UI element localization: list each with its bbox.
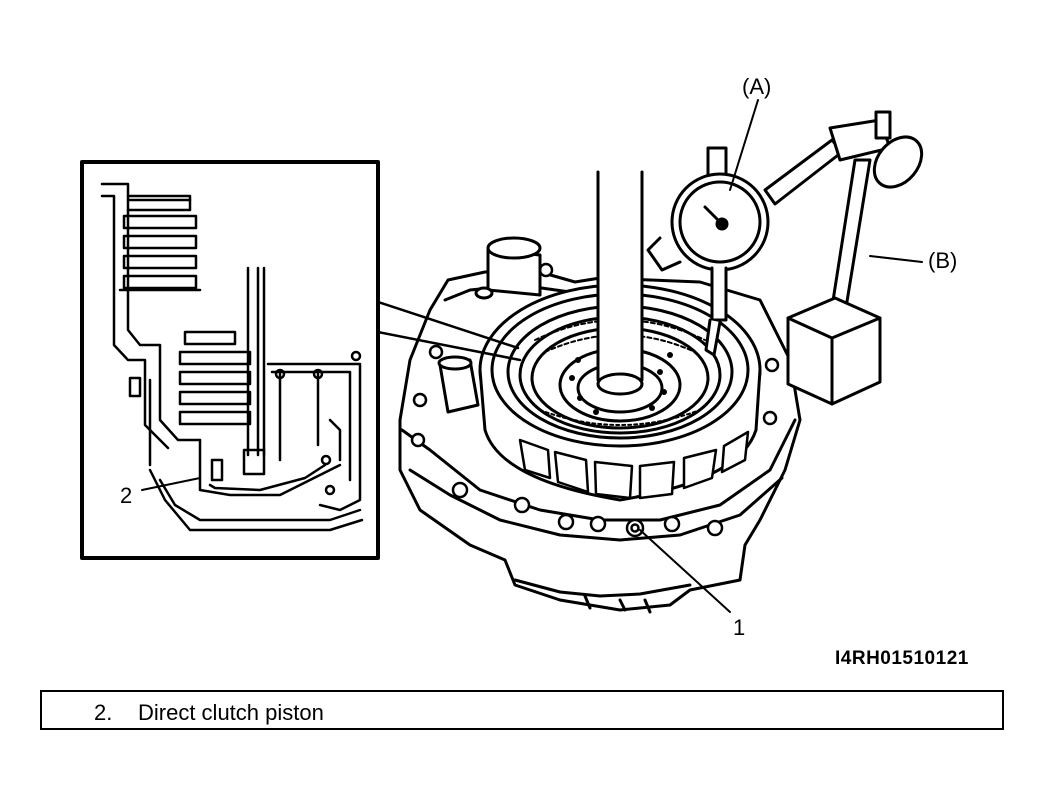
callout-1-label: 1 xyxy=(733,615,746,640)
callout-a-label: (A) xyxy=(742,74,772,99)
flange-bolt-holes xyxy=(410,262,780,538)
callout-2-label: 2 xyxy=(120,483,133,508)
leader-lines xyxy=(141,99,923,613)
figure-reference-code: I4RH01510121 xyxy=(835,648,969,669)
legend-item: 2. Direct clutch piston xyxy=(94,700,324,726)
legend-item-number: 2. xyxy=(94,700,113,725)
legend-item-text: Direct clutch piston xyxy=(138,700,324,725)
housing-boss xyxy=(474,236,542,300)
transmission-diagram xyxy=(80,99,924,614)
drum-lugs xyxy=(518,430,750,500)
inset-detail xyxy=(80,160,522,560)
magnetic-stand xyxy=(763,110,924,406)
callout-b-label: (B) xyxy=(928,248,958,273)
drum-inner-holes xyxy=(569,352,673,415)
housing-side-tube xyxy=(437,355,480,414)
input-shaft xyxy=(596,170,644,396)
dial-gauge xyxy=(646,146,770,357)
legend-box: 2. Direct clutch piston xyxy=(40,690,1004,730)
